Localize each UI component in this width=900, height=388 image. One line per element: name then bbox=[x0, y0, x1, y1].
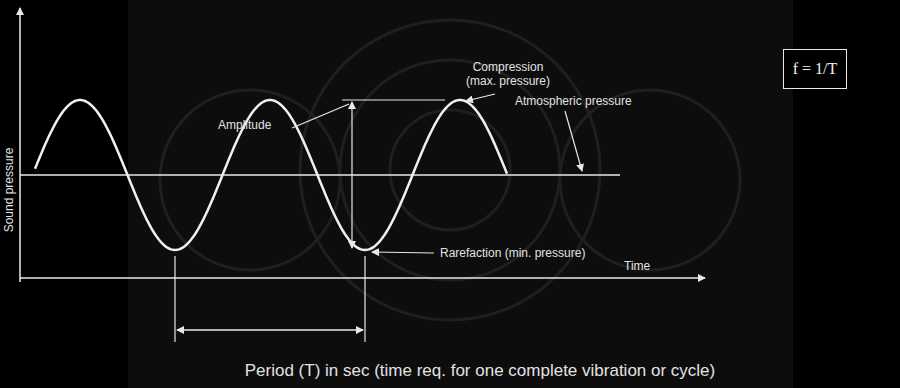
callout-label: Atmospheric pressure bbox=[515, 94, 632, 108]
rarefaction-leader bbox=[372, 252, 434, 253]
y-axis bbox=[19, 8, 21, 282]
axis-label: Time bbox=[624, 259, 650, 273]
formula-text: f = 1/T bbox=[793, 60, 838, 78]
callout-label: Compression (max. pressure) bbox=[458, 60, 558, 88]
period-tick bbox=[174, 256, 175, 342]
caption-note: Period (T) in sec (time req. for one com… bbox=[245, 361, 716, 381]
panel-ground bbox=[128, 0, 793, 388]
x-axis bbox=[20, 277, 705, 279]
watermark bbox=[160, 20, 740, 320]
period-arrow bbox=[177, 329, 363, 331]
formula-box: f = 1/T bbox=[783, 49, 848, 89]
compression-leader bbox=[466, 94, 495, 101]
atmospheric-line bbox=[20, 174, 620, 176]
peak-level-line bbox=[342, 99, 445, 100]
axis-label: Sound pressure bbox=[2, 148, 16, 233]
callout-label: Rarefaction (min. pressure) bbox=[440, 246, 585, 260]
dimension-label: Amplitude bbox=[218, 118, 271, 132]
amplitude-arrow bbox=[351, 102, 352, 248]
amplitude-leader bbox=[292, 104, 349, 128]
sine-wave bbox=[35, 100, 507, 250]
atmospheric-leader bbox=[565, 111, 582, 171]
period-tick bbox=[364, 256, 365, 342]
